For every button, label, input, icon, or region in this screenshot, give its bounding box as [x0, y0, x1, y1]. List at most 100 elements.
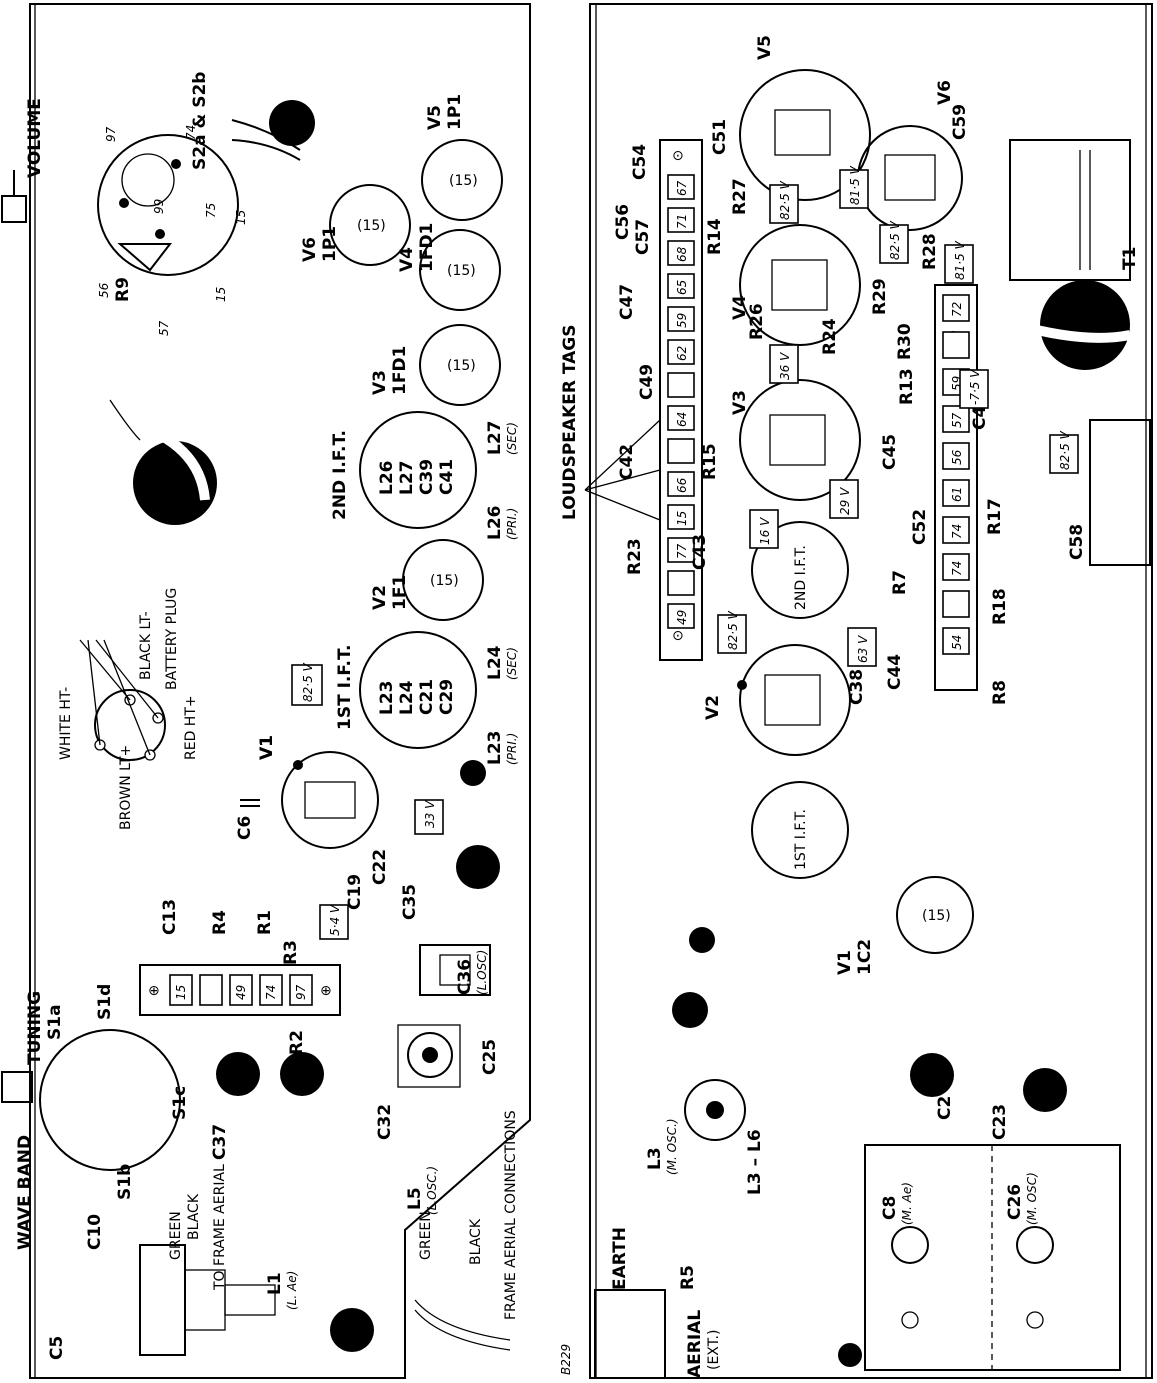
svg-text:C29: C29	[437, 679, 457, 715]
svg-text:R28: R28	[920, 233, 940, 270]
svg-text:V4: V4	[397, 247, 417, 272]
top-strip-tag	[229, 974, 253, 1006]
valve-v4-bottom: V4	[730, 224, 861, 346]
svg-text:R15: R15	[700, 443, 720, 480]
voltage-boxes-top: 82·5 V 33 V 5·4 V	[291, 662, 444, 940]
upper-strip-tag	[667, 570, 695, 596]
svg-text:C42: C42	[617, 444, 637, 480]
svg-text:R30: R30	[895, 323, 915, 360]
svg-text:C36: C36	[455, 959, 475, 995]
lower-strip-tag-label: 57	[950, 412, 964, 428]
tuning-switch-s1: TUNING WAVE BAND S1a S1d S1c S1b	[1, 984, 190, 1250]
svg-text:C2: C2	[935, 1096, 955, 1120]
valve-v6-bottom: V6	[857, 80, 963, 231]
svg-text:V1: V1	[835, 950, 855, 975]
upper-tag-strip: ⊙ ⊙	[659, 139, 703, 661]
svg-text:(EXT.): (EXT.)	[706, 1330, 722, 1370]
upper-strip-tag-label: 64	[675, 412, 689, 427]
voltage-box	[879, 224, 909, 264]
svg-text:V5: V5	[755, 35, 775, 60]
bottom-chassis-panel	[589, 3, 1153, 1379]
svg-text:1C2: 1C2	[855, 939, 875, 975]
upper-strip-tag	[667, 405, 695, 431]
svg-text:C45: C45	[880, 434, 900, 470]
valve-socket-v2-top: (15) V2 1F1	[370, 539, 484, 621]
voltage-box-label: 16 V	[758, 517, 772, 545]
svg-text:⊕: ⊕	[148, 983, 160, 999]
second-ift-top: 2ND I.F.T. L26 L27 C39 C41 L26 (PRI.) L2…	[330, 411, 519, 541]
svg-text:L24: L24	[397, 680, 417, 715]
upper-strip-tag	[667, 537, 695, 563]
voltage-box	[1049, 434, 1079, 474]
upper-strip-tag	[667, 240, 695, 266]
svg-text:L27: L27	[397, 461, 417, 496]
top-strip-tag-label: 97	[294, 984, 308, 1000]
svg-text:⊕: ⊕	[320, 983, 332, 999]
svg-text:C5: C5	[47, 1336, 67, 1360]
upper-strip-tag-label: 77	[675, 543, 689, 559]
svg-text:(PRI.): (PRI.)	[505, 508, 519, 540]
svg-text:V5: V5	[425, 105, 445, 130]
svg-text:S1b: S1b	[115, 1164, 135, 1200]
voltage-box	[847, 627, 877, 667]
svg-text:L26: L26	[377, 461, 397, 496]
top-strip-tag	[259, 974, 283, 1006]
svg-text:R17: R17	[985, 498, 1005, 535]
l3-oscillator-coil: L3 (M. OSC.) L3 – L6	[645, 1079, 765, 1195]
svg-text:C25: C25	[480, 1039, 500, 1075]
svg-text:C21: C21	[417, 679, 437, 715]
svg-text:WHITE HT-: WHITE HT-	[58, 687, 74, 760]
svg-text:R27: R27	[730, 178, 750, 215]
voltage-box-label: 82·5 V	[1058, 430, 1072, 470]
svg-text:R14: R14	[705, 218, 725, 255]
svg-text:2ND I.F.T.: 2ND I.F.T.	[330, 430, 350, 520]
voltage-box	[829, 479, 859, 519]
svg-text:C6: C6	[235, 816, 255, 840]
aerial-earth-leads: EARTH AERIAL (EXT.)	[594, 1227, 722, 1379]
v1-socket-bottom: (15) V1 1C2	[835, 876, 974, 975]
svg-text:99: 99	[152, 199, 166, 214]
svg-text:C23: C23	[990, 1104, 1010, 1140]
svg-text:R26: R26	[747, 303, 767, 340]
top-component-labels: C6 C22 C19 C13 R4 R1 R3 R2 C35 C36 (L.OS…	[47, 799, 500, 1360]
upper-strip-tag-label: 71	[675, 214, 689, 229]
voltage-box	[769, 344, 799, 384]
voltage-box	[959, 369, 989, 409]
top-strip-tag-label: 15	[174, 985, 188, 1000]
second-ift-bottom: 2ND I.F.T.	[751, 521, 849, 619]
svg-text:15: 15	[234, 210, 248, 225]
upper-strip-tag	[667, 306, 695, 332]
grommet-top-2	[109, 399, 217, 525]
voltage-box-label: 82·5 V	[778, 180, 792, 220]
svg-text:1P1: 1P1	[320, 226, 340, 262]
svg-text:75: 75	[204, 203, 218, 218]
valve-socket-v4-top: (15) V4 1FD1	[397, 223, 501, 311]
svg-text:C49: C49	[637, 364, 657, 400]
loudspeaker-tags-label: LOUDSPEAKER TAGS	[560, 325, 580, 521]
medium-wave-trimmer-plate	[864, 1053, 1121, 1371]
svg-text:⊙: ⊙	[672, 628, 684, 644]
svg-text:(M. Ae): (M. Ae)	[900, 1182, 914, 1225]
upper-strip-tag-label: 49	[675, 610, 689, 625]
svg-text:C44: C44	[885, 654, 905, 690]
svg-text:R7: R7	[890, 570, 910, 595]
svg-text:R1: R1	[255, 910, 275, 935]
svg-text:BATTERY PLUG: BATTERY PLUG	[164, 588, 180, 690]
svg-text:V2: V2	[370, 585, 390, 610]
grommets-bottom	[672, 927, 862, 1367]
svg-text:S1d: S1d	[95, 984, 115, 1020]
svg-text:L23: L23	[377, 681, 397, 716]
upper-strip-tag	[667, 372, 695, 398]
upper-strip-tag	[667, 273, 695, 299]
svg-text:2ND I.F.T.: 2ND I.F.T.	[793, 545, 809, 610]
voltage-box	[717, 614, 747, 654]
svg-text:L26: L26	[485, 506, 505, 541]
upper-strip-tag-label: 67	[675, 180, 689, 196]
svg-text:TUNING: TUNING	[25, 991, 45, 1065]
svg-text:(15): (15)	[449, 173, 478, 189]
speaker-lead-grommet	[998, 280, 1131, 370]
svg-text:R23: R23	[625, 538, 645, 575]
